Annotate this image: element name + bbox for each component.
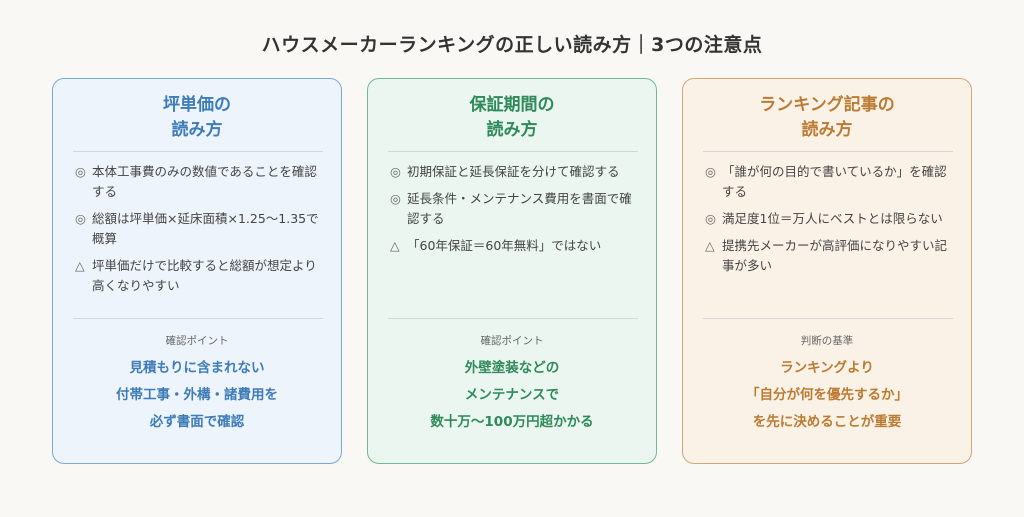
list-item-text: 提携先メーカーが高評価になりやすい記事が多い (722, 238, 948, 273)
list-item: △ 「60年保証＝60年無料」ではない (390, 236, 640, 256)
triangle-icon: △ (705, 238, 715, 253)
point-line: 必ず書面で確認 (149, 414, 245, 430)
point-label: 確認ポイント (480, 335, 544, 347)
check-list: ◎ 初期保証と延長保証を分けて確認する ◎ 延長条件・メンテナンス費用を書面で確… (390, 162, 640, 263)
card-title-line: 読み方 (486, 120, 538, 140)
point-line: 見積もりに含まれない (129, 360, 265, 376)
triangle-icon: △ (75, 258, 85, 273)
triangle-icon: △ (390, 238, 400, 253)
divider (388, 318, 638, 319)
divider (703, 318, 953, 319)
point-label: 判断の基準 (800, 335, 854, 347)
divider (73, 318, 323, 319)
list-item-text: 延長条件・メンテナンス費用を書面で確認する (407, 191, 632, 226)
point-line: メンテナンスで (464, 387, 560, 403)
point-label: 確認ポイント (165, 335, 229, 347)
point-line: 外壁塗装などの (464, 360, 560, 376)
card-title-line: 坪単価の (163, 95, 231, 115)
card-title-line: 保証期間の (469, 95, 555, 115)
list-item: ◎ 満足度1位＝万人にベストとは限らない (705, 209, 955, 229)
card-title-line: 読み方 (171, 120, 223, 140)
list-item-text: 初期保証と延長保証を分けて確認する (407, 164, 620, 179)
card-title: 保証期間の 読み方 (368, 93, 656, 143)
page-title: ハウスメーカーランキングの正しい読み方｜3つの注意点 (261, 34, 763, 56)
point-text: 外壁塗装などの メンテナンスで 数十万〜100万円超かかる (368, 355, 656, 436)
list-item-text: 満足度1位＝万人にベストとは限らない (722, 211, 943, 226)
check-list: ◎ 「誰が何の目的で書いているか」を確認する ◎ 満足度1位＝万人にベストとは限… (705, 162, 955, 283)
divider (73, 151, 323, 152)
point-line: 「自分が何を優先するか」 (746, 387, 908, 403)
list-item-text: 総額は坪単価×延床面積×1.25〜1.35で概算 (92, 211, 319, 246)
double-circle-icon: ◎ (390, 164, 401, 179)
list-item: ◎ 本体工事費のみの数値であることを確認する (75, 162, 325, 202)
double-circle-icon: ◎ (75, 211, 86, 226)
divider (388, 151, 638, 152)
point-text: 見積もりに含まれない 付帯工事・外構・諸費用を 必ず書面で確認 (53, 355, 341, 436)
card-title: ランキング記事の 読み方 (683, 93, 971, 143)
list-item-text: 坪単価だけで比較すると総額が想定より高くなりやすい (92, 258, 317, 293)
point-line: を先に決めることが重要 (752, 414, 902, 430)
list-item: △ 提携先メーカーが高評価になりやすい記事が多い (705, 236, 955, 276)
double-circle-icon: ◎ (705, 211, 716, 226)
point-text: ランキングより 「自分が何を優先するか」 を先に決めることが重要 (683, 355, 971, 436)
card-title: 坪単価の 読み方 (53, 93, 341, 143)
point-line: 数十万〜100万円超かかる (430, 414, 594, 430)
card-price-per-tsubo: 坪単価の 読み方 ◎ 本体工事費のみの数値であることを確認する ◎ 総額は坪単価… (52, 78, 342, 464)
list-item-text: 「60年保証＝60年無料」ではない (407, 238, 602, 253)
double-circle-icon: ◎ (75, 164, 86, 179)
card-title-line: ランキング記事の (759, 95, 895, 115)
list-item: ◎ 初期保証と延長保証を分けて確認する (390, 162, 640, 182)
list-item: ◎ 延長条件・メンテナンス費用を書面で確認する (390, 189, 640, 229)
list-item: △ 坪単価だけで比較すると総額が想定より高くなりやすい (75, 256, 325, 296)
check-list: ◎ 本体工事費のみの数値であることを確認する ◎ 総額は坪単価×延床面積×1.2… (75, 162, 325, 303)
point-line: ランキングより (780, 360, 874, 376)
list-item-text: 本体工事費のみの数値であることを確認する (92, 164, 317, 199)
double-circle-icon: ◎ (390, 191, 401, 206)
double-circle-icon: ◎ (705, 164, 716, 179)
card-ranking-articles: ランキング記事の 読み方 ◎ 「誰が何の目的で書いているか」を確認する ◎ 満足… (682, 78, 972, 464)
divider (703, 151, 953, 152)
card-title-line: 読み方 (801, 120, 853, 140)
card-warranty-period: 保証期間の 読み方 ◎ 初期保証と延長保証を分けて確認する ◎ 延長条件・メンテ… (367, 78, 657, 464)
list-item: ◎ 「誰が何の目的で書いているか」を確認する (705, 162, 955, 202)
list-item-text: 「誰が何の目的で書いているか」を確認する (722, 164, 947, 199)
point-line: 付帯工事・外構・諸費用を (116, 387, 278, 403)
list-item: ◎ 総額は坪単価×延床面積×1.25〜1.35で概算 (75, 209, 325, 249)
